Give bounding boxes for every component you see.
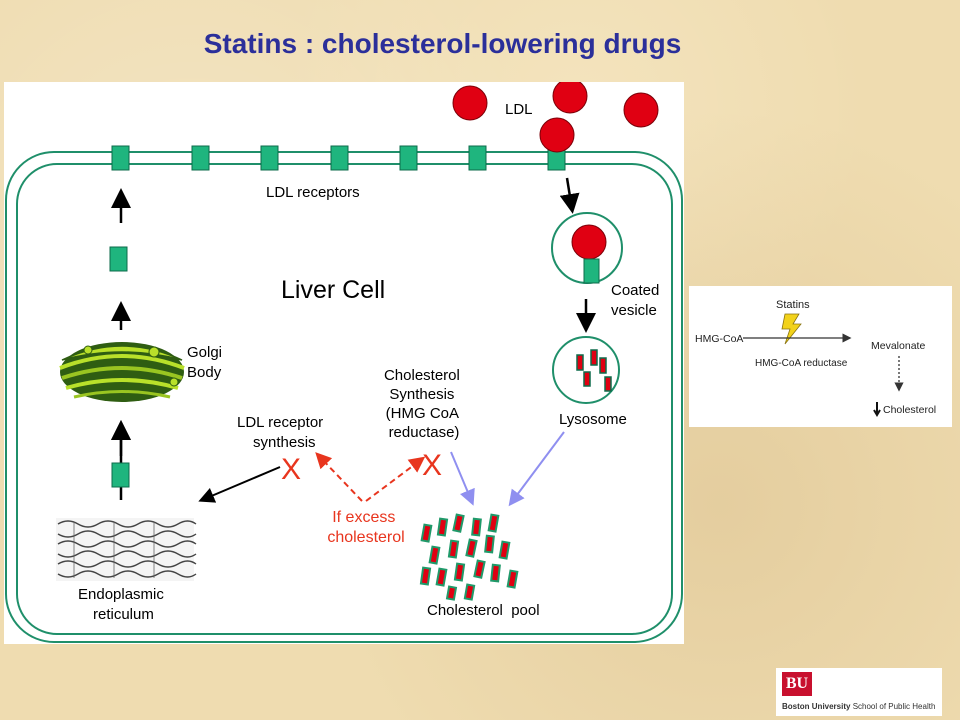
ldl-receptor [191, 145, 210, 171]
ldl-receptors-label: LDL receptors [266, 184, 360, 201]
endoplasmic-reticulum [56, 518, 197, 581]
feedback-arrow-to-receptor-synthesis [315, 452, 363, 502]
ldl-particle [539, 117, 575, 153]
vesicle-receptor [583, 258, 600, 284]
down-arrow-icon [873, 402, 881, 417]
inset-cholesterol-label: Cholesterol [883, 404, 936, 416]
liver-cell-diagram: LDL LDL receptors Coated vesicle Lysosom… [4, 78, 684, 644]
institution-logo: BU Boston University School of Public He… [776, 668, 942, 716]
lysosome-to-pool-arrow [508, 431, 565, 507]
synthesis-to-pool-arrow [450, 451, 475, 506]
receptor-synthesis-to-er-arrow [198, 466, 281, 503]
inset-statins-label: Statins [776, 299, 810, 311]
receptor-vesicle-lower [111, 462, 130, 488]
vesicle-ldl-particle [571, 224, 607, 260]
ldl-receptor [260, 145, 279, 171]
ldl-receptor [111, 145, 130, 171]
golgi-label: Golgi Body [187, 344, 226, 381]
cholesterol-synthesis-label: Cholesterol Synthesis (HMG CoA reductase… [384, 367, 464, 441]
er-label: Endoplasmic reticulum [78, 586, 168, 623]
lightning-bolt-icon [781, 313, 802, 345]
ldl-label: LDL [505, 101, 533, 118]
cholesterol-synthesis-inhibit-mark: X [422, 449, 442, 482]
logo-name-rest: School of Public Health [850, 702, 936, 711]
coated-vesicle-label: Coated vesicle [611, 282, 664, 319]
ldl-particles [452, 78, 659, 153]
lysosome-label: Lysosome [559, 411, 627, 428]
lysosome-cholesterol [576, 349, 612, 392]
bu-mark: BU [782, 672, 812, 696]
liver-cell-label: Liver Cell [281, 276, 385, 304]
ldl-particle [452, 85, 488, 121]
logo-text: Boston University School of Public Healt… [782, 702, 935, 711]
feedback-arrow-to-cholesterol-synthesis [365, 456, 426, 502]
golgi-body [59, 342, 185, 402]
ldl-receptor [468, 145, 487, 171]
cholesterol-pool [419, 513, 519, 601]
ldl-receptor [399, 145, 418, 171]
endocytosis-arrow [559, 177, 580, 214]
receptor-synthesis-inhibit-mark: X [281, 453, 301, 486]
ldl-receptor-synthesis-label: LDL receptor synthesis [237, 414, 327, 451]
cholesterol-pool-label: Cholesterol pool [427, 602, 540, 619]
inset-hmg-coa-label: HMG-CoA [695, 333, 743, 345]
ldl-receptor [330, 145, 349, 171]
statin-mechanism-inset: Statins HMG-CoA HMG-CoA reductase Mevalo… [689, 286, 952, 427]
ldl-particle [552, 78, 588, 114]
ldl-particle [623, 92, 659, 128]
inset-reductase-label: HMG-CoA reductase [755, 358, 848, 369]
receptor-vesicle-upper [109, 246, 128, 272]
excess-cholesterol-label: If excess cholesterol [327, 509, 404, 546]
inset-mevalonate-label: Mevalonate [871, 340, 925, 352]
ldl-receptors [111, 145, 566, 171]
lysosome [552, 336, 620, 404]
logo-name-bold: Boston University [782, 702, 851, 711]
slide-title: Statins : cholesterol-lowering drugs [203, 28, 682, 59]
